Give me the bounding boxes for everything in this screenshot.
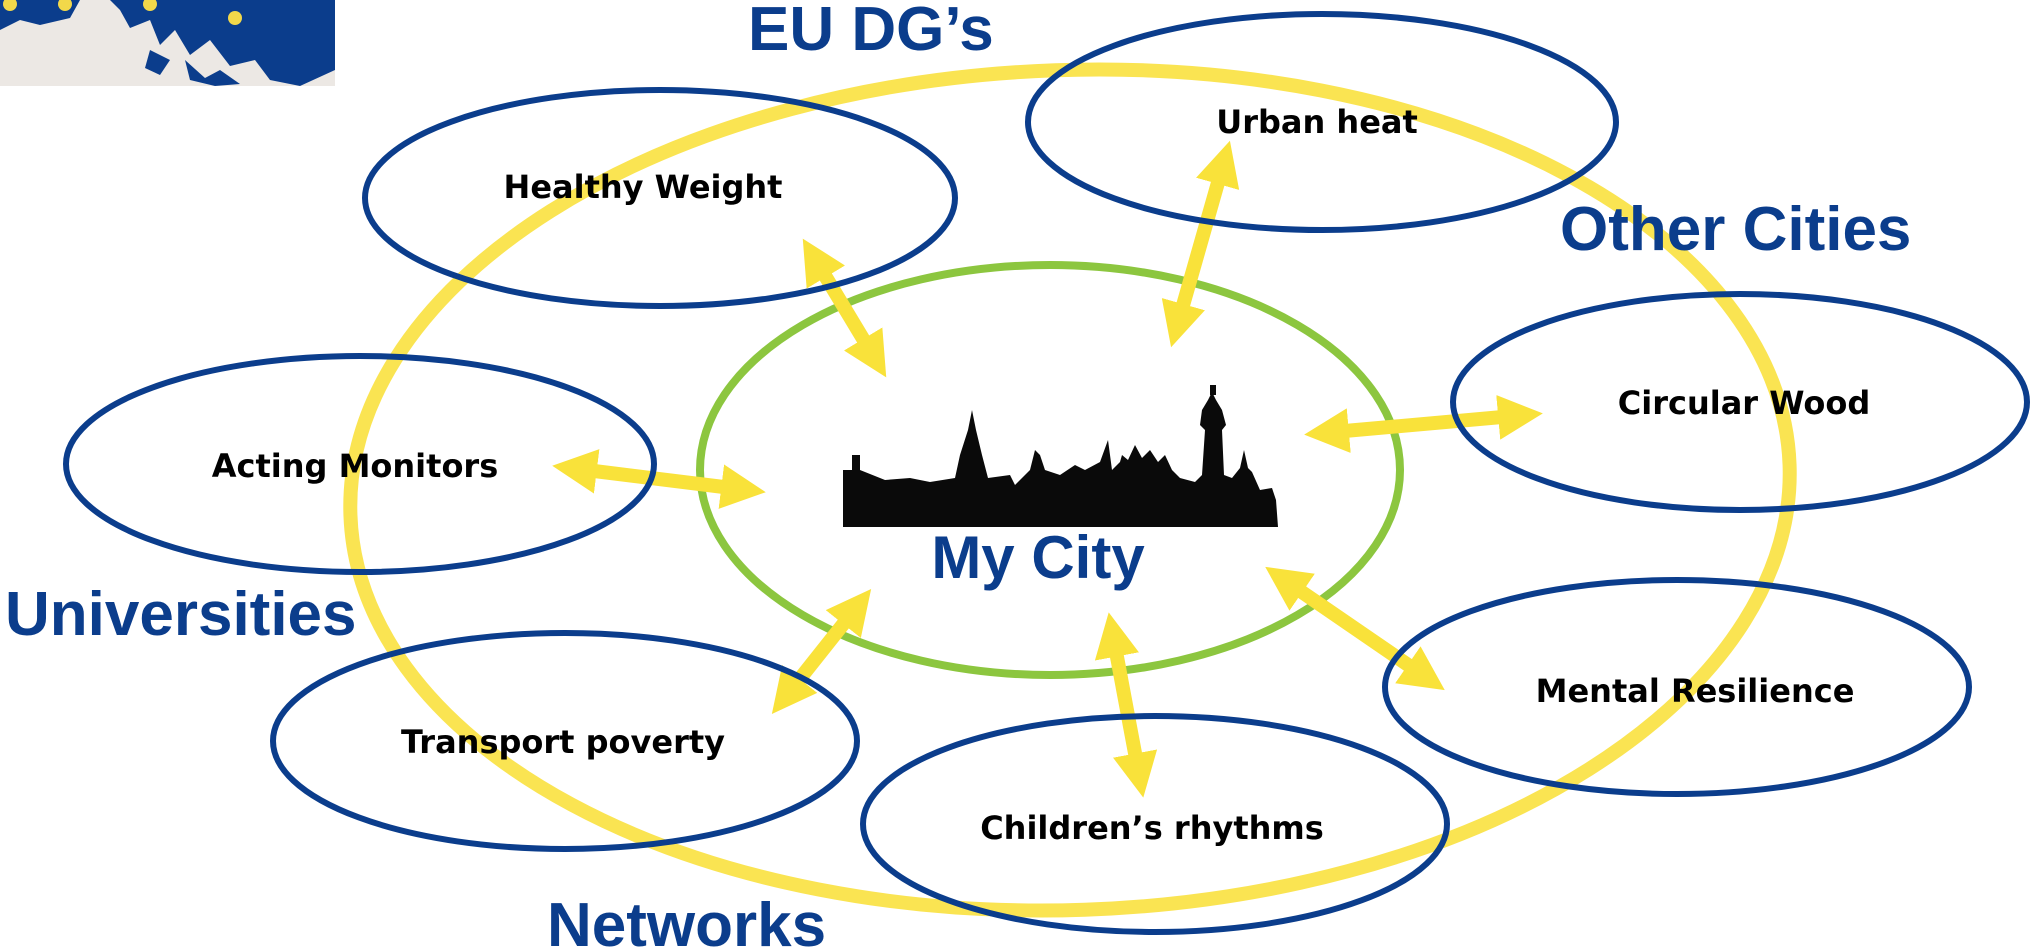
topic-label-mental-resilience: Mental Resilience	[1536, 672, 1855, 710]
topic-node-childrens-rhythms	[860, 713, 1450, 935]
connection-arrows	[552, 140, 1543, 798]
topic-node-transport-poverty	[270, 630, 860, 852]
topic-label-circular-wood: Circular Wood	[1618, 384, 1871, 422]
arrow-transport-poverty	[771, 588, 872, 715]
arrow-acting-monitors	[552, 449, 766, 509]
center-circle	[696, 261, 1404, 679]
network-ring	[343, 62, 1797, 918]
topic-label-acting-monitors: Acting Monitors	[212, 447, 499, 485]
arrow-mental-resilience	[1265, 566, 1445, 691]
topic-label-transport-poverty: Transport poverty	[401, 723, 725, 761]
topic-node-acting-monitors	[63, 353, 657, 575]
topic-label-urban-heat: Urban heat	[1216, 103, 1418, 141]
group-label-other-cities: Other Cities	[1560, 195, 1911, 264]
europe-map-icon	[0, 0, 335, 86]
arrow-healthy-weight	[802, 238, 887, 378]
center-label: My City	[931, 524, 1145, 591]
arrow-circular-wood	[1304, 395, 1543, 453]
group-label-universities: Universities	[5, 580, 357, 649]
topic-node-circular-wood	[1450, 291, 2030, 513]
arrow-childrens-rhythms	[1094, 612, 1158, 798]
city-skyline-icon	[843, 385, 1278, 527]
group-label-eu: EU DG’s	[748, 0, 994, 64]
topic-label-childrens-rhythms: Children’s rhythms	[980, 809, 1324, 847]
topic-node-healthy-weight	[362, 87, 958, 309]
arrow-urban-heat	[1161, 140, 1240, 348]
group-label-networks: Networks	[547, 891, 826, 952]
topic-node-mental-resilience	[1382, 577, 1972, 797]
topic-node-urban-heat	[1025, 11, 1619, 233]
topic-label-healthy-weight: Healthy Weight	[504, 168, 783, 206]
